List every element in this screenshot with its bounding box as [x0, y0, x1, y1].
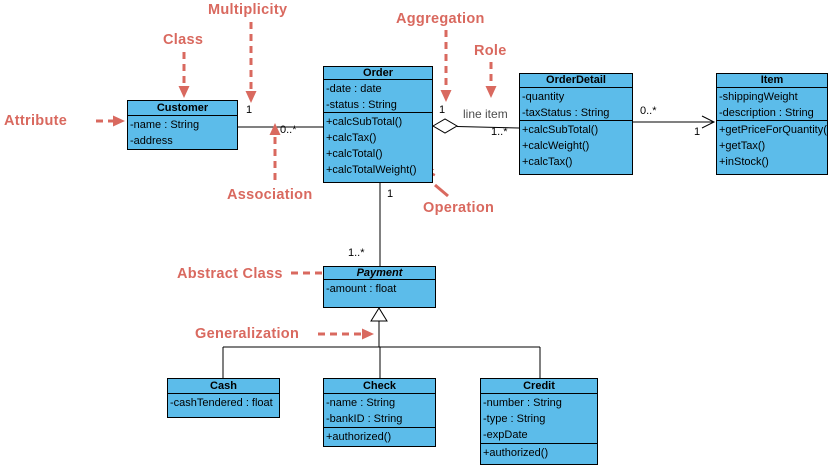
attributes-compartment: -name : String -address: [128, 116, 237, 150]
class-box-payment: Payment -amount : float: [323, 266, 436, 308]
attributes-compartment: -shippingWeight -description : String: [717, 88, 827, 121]
attribute-line: -date : date: [326, 83, 382, 95]
attribute-line: -shippingWeight: [719, 91, 798, 103]
multiplicity-line-item-side: 1..*: [491, 126, 508, 138]
class-box-customer: Customer -name : String -address: [127, 100, 238, 150]
class-box-cash: Cash -cashTendered : float: [167, 378, 280, 418]
attributes-compartment: -quantity -taxStatus : String: [520, 88, 632, 121]
open-arrowhead-icon: [701, 115, 716, 129]
annotation-attribute: Attribute: [4, 113, 68, 129]
attributes-compartment: -date : date -status : String: [324, 80, 432, 113]
annotation-operation: Operation: [423, 200, 495, 216]
operation-line: +calcTotal(): [326, 148, 383, 160]
operation-line: +authorized(): [483, 447, 549, 459]
arrowhead-down-icon: [440, 90, 452, 102]
operations-compartment: +calcSubTotal() +calcTax() +calcTotal() …: [324, 113, 432, 179]
attribute-line: -name : String: [326, 397, 396, 409]
annotation-association: Association: [227, 187, 313, 203]
attribute-line: -bankID : String: [326, 413, 403, 425]
operation-line: +getPriceForQuantity(): [719, 124, 827, 136]
class-title: Order: [324, 67, 432, 80]
attribute-line: -expDate: [483, 429, 528, 441]
operation-line: +calcTax(): [326, 132, 377, 144]
operation-line: +authorized(): [326, 431, 392, 443]
annotation-role: Role: [474, 43, 507, 59]
class-box-order: Order -date : date -status : String +cal…: [323, 66, 433, 183]
attribute-line: -name : String: [130, 119, 200, 131]
arrowhead-down-icon: [485, 86, 497, 98]
aggregation-diamond-icon: [432, 118, 458, 134]
arrowhead-down-icon: [245, 91, 257, 103]
operation-pointer-line: [434, 183, 449, 198]
operation-line: +getTax(): [719, 140, 766, 152]
class-box-item: Item -shippingWeight -description : Stri…: [716, 73, 828, 175]
operation-line: +inStock(): [719, 156, 769, 168]
attribute-line: -cashTendered : float: [170, 397, 273, 409]
class-title: Item: [717, 74, 827, 88]
arrowhead-down-icon: [178, 86, 190, 98]
multiplicity-item-side: 1: [694, 126, 701, 138]
arrowhead-right-icon: [113, 115, 125, 127]
class-box-orderdetail: OrderDetail -quantity -taxStatus : Strin…: [519, 73, 633, 175]
operations-compartment: +getPriceForQuantity() +getTax() +inStoc…: [717, 121, 827, 171]
role-name-line-item: line item: [463, 107, 508, 121]
annotation-abstract-class: Abstract Class: [177, 266, 283, 282]
attributes-compartment: -amount : float: [324, 280, 435, 298]
operation-line: +calcTotalWeight(): [326, 164, 417, 176]
attributes-compartment: -name : String -bankID : String: [324, 394, 435, 428]
attributes-compartment: -cashTendered : float: [168, 394, 279, 412]
arrowhead-right-icon: [362, 328, 374, 340]
class-box-credit: Credit -number : String -type : String -…: [480, 378, 598, 465]
attribute-line: -address: [130, 135, 173, 147]
multiplicity-orderdetail-side: 0..*: [640, 105, 657, 117]
operation-line: +calcTax(): [522, 156, 573, 168]
annotation-multiplicity: Multiplicity: [208, 2, 288, 18]
class-title: Customer: [128, 101, 237, 116]
class-title: Payment: [324, 267, 435, 280]
multiplicity-order-side: 0..*: [280, 124, 297, 136]
attribute-line: -amount : float: [326, 283, 397, 295]
operation-line: +calcSubTotal(): [326, 116, 403, 128]
class-title: Credit: [481, 379, 597, 394]
generalization-triangle-icon: [370, 307, 388, 322]
annotation-class: Class: [163, 32, 204, 48]
attribute-line: -type : String: [483, 413, 546, 425]
attribute-line: -number : String: [483, 397, 562, 409]
attribute-line: -taxStatus : String: [522, 107, 610, 119]
attribute-line: -status : String: [326, 99, 397, 111]
class-title: OrderDetail: [520, 74, 632, 88]
attribute-line: -description : String: [719, 107, 814, 119]
annotation-generalization: Generalization: [195, 326, 300, 342]
class-box-check: Check -name : String -bankID : String +a…: [323, 378, 436, 447]
operations-compartment: +calcSubTotal() +calcWeight() +calcTax(): [520, 121, 632, 171]
aggregation-order-orderdetail: [456, 126, 520, 129]
attribute-line: -quantity: [522, 91, 565, 103]
multiplicity-payment-side: 1..*: [348, 247, 365, 259]
attributes-compartment: -number : String -type : String -expDate: [481, 394, 597, 444]
arrowhead-up-icon: [269, 123, 281, 135]
operations-compartment: +authorized(): [324, 428, 435, 446]
annotation-aggregation: Aggregation: [396, 11, 485, 27]
class-title: Check: [324, 379, 435, 394]
multiplicity-aggregate-side: 1: [439, 104, 446, 116]
operations-compartment: +authorized(): [481, 444, 597, 462]
operation-line: +calcWeight(): [522, 140, 590, 152]
operation-line: +calcSubTotal(): [522, 124, 599, 136]
multiplicity-order-payment: 1: [387, 188, 394, 200]
class-title: Cash: [168, 379, 279, 394]
multiplicity-customer-side: 1: [246, 104, 253, 116]
